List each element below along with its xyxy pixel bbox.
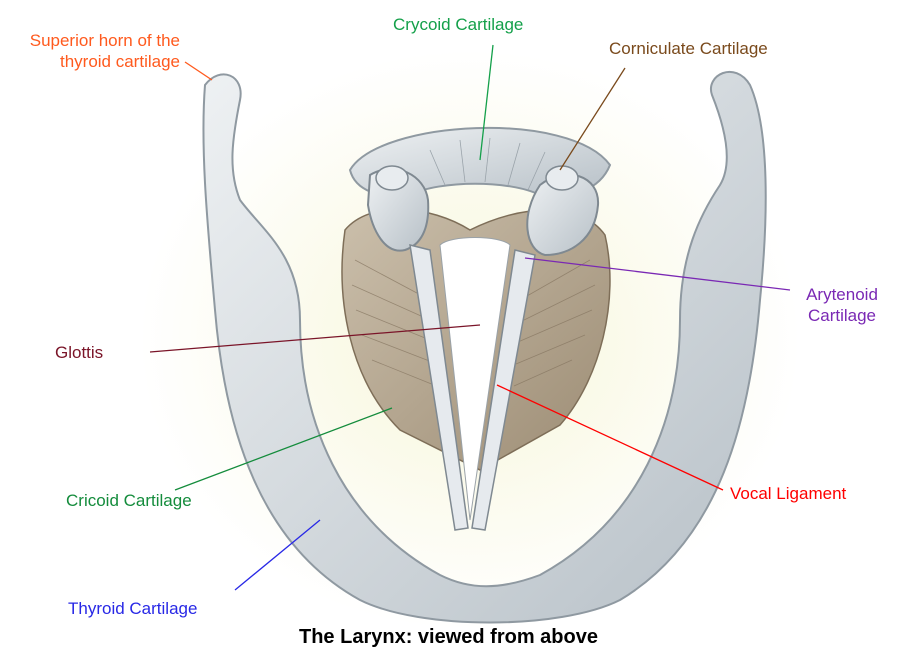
label-thyroid-cartilage: Thyroid Cartilage [68,598,197,619]
label-glottis: Glottis [55,342,103,363]
label-corniculate-cartilage: Corniculate Cartilage [609,38,768,59]
right-corniculate-cartilage [546,166,578,190]
label-vocal-ligament: Vocal Ligament [730,483,846,504]
label-arytenoid-cartilage: Arytenoid Cartilage [792,284,892,326]
diagram-caption: The Larynx: viewed from above [0,626,897,649]
label-superior-horn: Superior horn of the thyroid cartilage [8,30,180,72]
leader-superior-horn [185,62,212,80]
label-crycoid-cartilage: Crycoid Cartilage [393,14,523,35]
left-corniculate-cartilage [376,166,408,190]
label-cricoid-cartilage: Cricoid Cartilage [66,490,192,511]
